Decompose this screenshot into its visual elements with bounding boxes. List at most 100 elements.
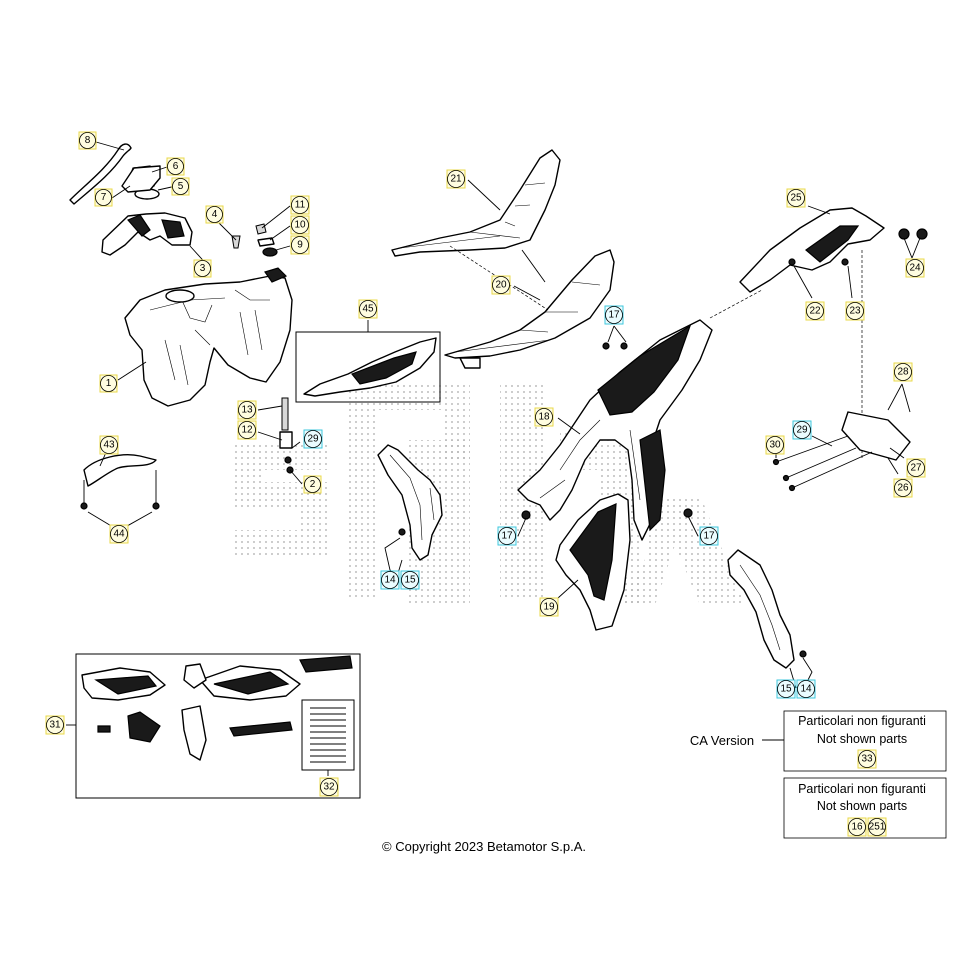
plate-washer bbox=[788, 484, 796, 492]
callout-20: 20 bbox=[491, 275, 511, 295]
side-panel-left-group bbox=[377, 444, 443, 577]
callout-25: 25 bbox=[786, 188, 806, 208]
watermark-dot-pattern bbox=[235, 385, 745, 605]
svg-text:25: 25 bbox=[790, 193, 802, 204]
callout-29-right: 29 bbox=[792, 420, 812, 440]
clamp bbox=[152, 502, 160, 510]
callout-4: 4 bbox=[205, 205, 224, 224]
callout-17-top: 17 bbox=[604, 305, 624, 325]
svg-text:9: 9 bbox=[297, 240, 303, 251]
callout-27: 27 bbox=[906, 458, 926, 478]
ca-version-label: CA Version bbox=[690, 733, 754, 748]
callout-11: 11 bbox=[290, 195, 310, 215]
plate-washer bbox=[772, 458, 780, 466]
svg-text:17: 17 bbox=[703, 531, 715, 542]
svg-text:20: 20 bbox=[495, 280, 507, 291]
side-panel-right bbox=[727, 549, 795, 669]
fender-screw bbox=[683, 508, 693, 518]
callout-12: 12 bbox=[237, 420, 257, 440]
callout-24: 24 bbox=[905, 258, 925, 278]
callout-16: 16 bbox=[847, 817, 867, 837]
svg-text:26: 26 bbox=[897, 483, 909, 494]
fuel-pump-stem bbox=[281, 397, 289, 431]
callout-31: 31 bbox=[45, 715, 65, 735]
svg-text:5: 5 bbox=[178, 181, 184, 192]
svg-text:21: 21 bbox=[450, 174, 462, 185]
callout-33: 33 bbox=[857, 749, 877, 769]
not-shown-box-line1: Particolari non figuranti bbox=[798, 782, 926, 796]
decal-kit-frame bbox=[75, 653, 361, 799]
side-panel-right-group bbox=[727, 549, 813, 685]
license-plate bbox=[841, 411, 911, 461]
svg-text:32: 32 bbox=[323, 782, 335, 793]
decal-kit-group bbox=[75, 653, 361, 799]
plate-washer bbox=[782, 474, 790, 482]
svg-text:11: 11 bbox=[295, 200, 306, 211]
callout-10: 10 bbox=[290, 215, 310, 235]
seat-upper bbox=[391, 149, 561, 257]
svg-text:6: 6 bbox=[173, 161, 179, 172]
svg-text:29: 29 bbox=[307, 434, 319, 445]
callouts: 8 6 5 7 4 11 10 9 3 1 13 12 29 2 43 44 4… bbox=[45, 131, 926, 797]
svg-text:24: 24 bbox=[909, 263, 921, 274]
side-panel-rear-graphic bbox=[569, 503, 617, 601]
svg-text:22: 22 bbox=[809, 306, 821, 317]
callout-13: 13 bbox=[237, 400, 257, 420]
leader-lines bbox=[66, 141, 921, 776]
svg-text:13: 13 bbox=[241, 405, 253, 416]
screw bbox=[231, 235, 241, 249]
tank-guard-logo bbox=[161, 219, 185, 239]
svg-text:17: 17 bbox=[501, 531, 513, 542]
rim-stripe-set bbox=[310, 707, 346, 763]
callout-43: 43 bbox=[99, 435, 119, 455]
callout-14-right: 14 bbox=[796, 679, 816, 699]
callout-17-right: 17 bbox=[699, 526, 719, 546]
tank-guard-inner bbox=[126, 214, 151, 237]
svg-text:3: 3 bbox=[200, 263, 206, 274]
svg-text:8: 8 bbox=[85, 135, 91, 146]
svg-text:44: 44 bbox=[113, 529, 125, 540]
decal-fork-guard bbox=[181, 705, 207, 761]
svg-text:30: 30 bbox=[769, 440, 781, 451]
svg-text:33: 33 bbox=[861, 754, 873, 765]
svg-text:14: 14 bbox=[384, 575, 396, 586]
svg-text:29: 29 bbox=[796, 425, 808, 436]
svg-text:10: 10 bbox=[294, 220, 306, 231]
callout-5: 5 bbox=[171, 177, 190, 196]
plate-nut bbox=[898, 228, 910, 240]
svg-text:45: 45 bbox=[362, 304, 374, 315]
callout-44: 44 bbox=[109, 524, 129, 544]
svg-text:12: 12 bbox=[241, 425, 253, 436]
svg-text:1: 1 bbox=[106, 378, 112, 389]
plate-holder-graphic bbox=[805, 225, 860, 263]
decal-front-plate bbox=[183, 663, 207, 689]
breather-hose bbox=[69, 143, 132, 205]
callout-30: 30 bbox=[765, 435, 785, 455]
decal-swingarm bbox=[229, 721, 293, 737]
not-shown-box-line2: Not shown parts bbox=[817, 799, 907, 813]
fender-screw bbox=[620, 342, 628, 350]
svg-text:16: 16 bbox=[851, 822, 863, 833]
rear-fender-graphic bbox=[597, 324, 692, 416]
svg-text:2: 2 bbox=[310, 479, 316, 490]
not-shown-box-ca-line2: Not shown parts bbox=[817, 732, 907, 746]
fuel-tank-mount bbox=[264, 267, 288, 283]
callout-26: 26 bbox=[893, 478, 913, 498]
hose-clip bbox=[83, 454, 157, 487]
callout-21: 21 bbox=[446, 169, 466, 189]
fuel-tank-filler bbox=[165, 289, 195, 303]
svg-text:23: 23 bbox=[849, 306, 861, 317]
plate-nut bbox=[916, 228, 928, 240]
callout-15-right: 15 bbox=[776, 679, 796, 699]
not-shown-parts-notes: CA Version Particolari non figuranti Not… bbox=[690, 710, 947, 839]
svg-text:251: 251 bbox=[869, 822, 886, 833]
callout-1: 1 bbox=[99, 374, 118, 393]
svg-text:19: 19 bbox=[543, 602, 555, 613]
callout-251: 251 bbox=[867, 817, 887, 837]
fuel-cap-ring bbox=[121, 165, 161, 193]
callout-9: 9 bbox=[290, 235, 310, 255]
callout-19: 19 bbox=[539, 597, 559, 617]
rear-body-group bbox=[517, 207, 928, 631]
callout-18: 18 bbox=[534, 407, 554, 427]
svg-text:14: 14 bbox=[800, 684, 812, 695]
